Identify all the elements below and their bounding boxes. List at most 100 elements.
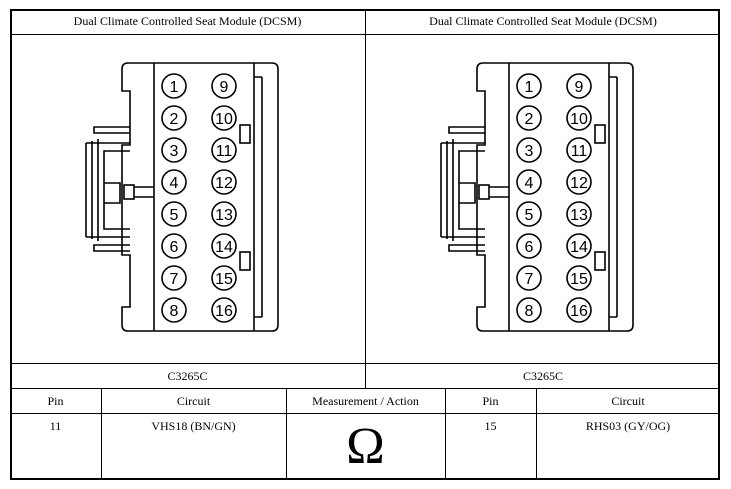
pin-cavity (161, 297, 187, 323)
pin-14: 14 (566, 233, 592, 259)
pin-9: 9 (566, 73, 592, 99)
pin-number-label: 13 (215, 207, 233, 224)
pin-cavity (161, 73, 187, 99)
panel-left-connector-id: C3265C (167, 369, 208, 383)
pin-6: 6 (161, 233, 187, 259)
pin-number-label: 5 (170, 207, 179, 224)
pin-cavity (211, 297, 237, 323)
pin-15: 15 (566, 265, 592, 291)
pin-8: 8 (516, 297, 542, 323)
pin-number-label: 12 (215, 175, 233, 192)
table-header-divider (10, 413, 720, 414)
pin-cavity (211, 105, 237, 131)
pin-cavity (211, 73, 237, 99)
pin-cavity (566, 137, 592, 163)
pin-number-label: 9 (575, 79, 584, 96)
pin-number-label: 14 (215, 239, 233, 256)
pin-cavity (516, 297, 542, 323)
pin-number-label: 5 (525, 207, 534, 224)
pin-number-label: 4 (525, 175, 534, 192)
pin-15: 15 (211, 265, 237, 291)
pin-cavity (516, 233, 542, 259)
pin-cavity (211, 169, 237, 195)
col-divider-3 (445, 388, 446, 480)
pin-cavity (566, 233, 592, 259)
panel-left-title: Dual Climate Controlled Seat Module (DCS… (73, 14, 302, 28)
pin-12: 12 (211, 169, 237, 195)
pin-cavity (516, 169, 542, 195)
pin-cavity (211, 137, 237, 163)
pin-number-label: 6 (525, 239, 534, 256)
panel-divider (365, 9, 366, 389)
pin-7: 7 (161, 265, 187, 291)
pin-cavity (211, 233, 237, 259)
pin-number-label: 2 (170, 111, 179, 128)
pin-12: 12 (566, 169, 592, 195)
header-circuit-a: Circuit (176, 394, 211, 408)
pin-number-label: 16 (215, 303, 233, 320)
pin-5: 5 (516, 201, 542, 227)
row-pin-a: 11 (49, 419, 62, 433)
pin-number-label: 13 (570, 207, 588, 224)
pin-9: 9 (211, 73, 237, 99)
pin-4: 4 (516, 169, 542, 195)
pin-3: 3 (516, 137, 542, 163)
pin-3: 3 (161, 137, 187, 163)
pin-cavity (211, 265, 237, 291)
pin-cavity (566, 297, 592, 323)
pin-number-label: 1 (170, 79, 179, 96)
ohm-icon: Ω (346, 418, 385, 475)
col-divider-2 (286, 388, 287, 480)
pin-cavity (566, 169, 592, 195)
pin-number-label: 6 (170, 239, 179, 256)
row-circuit-b: RHS03 (GY/OG) (585, 419, 671, 433)
pin-number-label: 7 (170, 271, 179, 288)
pin-number-label: 11 (216, 143, 233, 160)
pin-cavity (516, 73, 542, 99)
pin-7: 7 (516, 265, 542, 291)
pin-number-label: 2 (525, 111, 534, 128)
pin-8: 8 (161, 297, 187, 323)
pin-4: 4 (161, 169, 187, 195)
pin-number-label: 15 (215, 271, 233, 288)
pin-cavity (566, 265, 592, 291)
pin-cavity (161, 265, 187, 291)
header-circuit-b: Circuit (611, 394, 645, 408)
pin-number-label: 10 (570, 111, 588, 128)
pin-cavity (516, 105, 542, 131)
panel-right-connector-id: C3265C (522, 369, 563, 383)
pin-cavity (566, 73, 592, 99)
pin-number-label: 9 (220, 79, 229, 96)
pin-2: 2 (516, 105, 542, 131)
pin-13: 13 (211, 201, 237, 227)
header-measurement: Measurement / Action (312, 394, 419, 408)
pin-cavity (516, 201, 542, 227)
pin-14: 14 (211, 233, 237, 259)
pin-number-label: 3 (170, 143, 179, 160)
pin-2: 2 (161, 105, 187, 131)
pin-number-label: 8 (525, 303, 534, 320)
pin-cavity (211, 201, 237, 227)
connector-body (440, 62, 634, 332)
pin-1: 1 (161, 73, 187, 99)
pin-11: 11 (566, 137, 592, 163)
pin-number-label: 1 (525, 79, 534, 96)
pin-5: 5 (161, 201, 187, 227)
col-divider-4 (536, 388, 537, 480)
header-pin-b: Pin (482, 394, 499, 408)
pin-cavity (161, 105, 187, 131)
pin-cavity (566, 105, 592, 131)
pin-cavity (516, 137, 542, 163)
header-pin-a: Pin (47, 394, 64, 408)
pin-number-label: 11 (571, 143, 588, 160)
pin-cavity (161, 137, 187, 163)
pin-cavity (161, 169, 187, 195)
pin-number-label: 4 (170, 175, 179, 192)
pin-number-label: 15 (570, 271, 588, 288)
row-pin-b: 15 (484, 419, 497, 433)
pin-11: 11 (211, 137, 237, 163)
row-circuit-a: VHS18 (BN/GN) (151, 419, 236, 433)
pin-16: 16 (211, 297, 237, 323)
